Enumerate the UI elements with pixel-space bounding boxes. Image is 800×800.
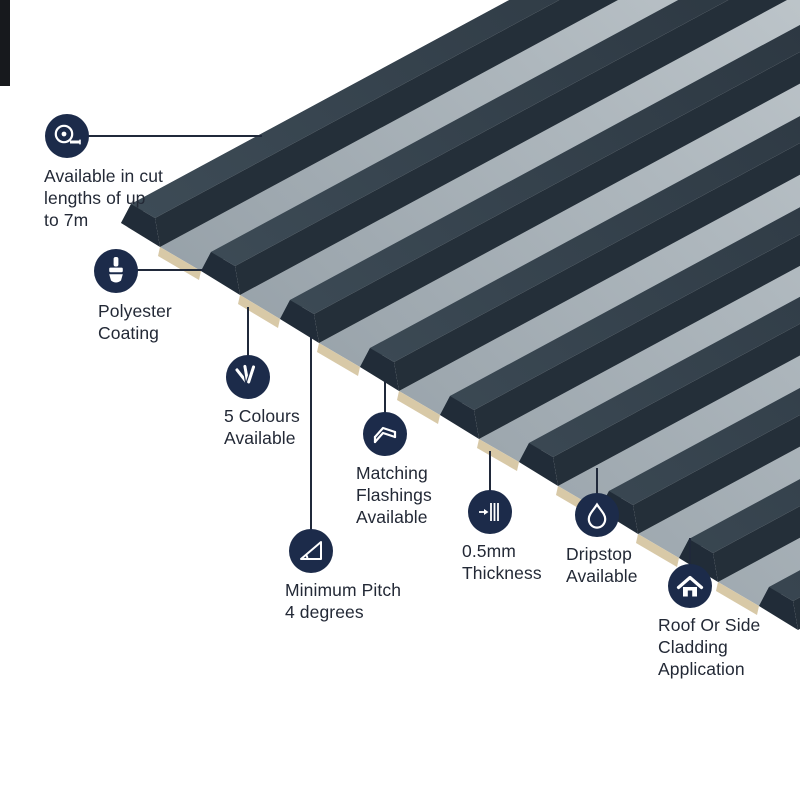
callout-connector <box>137 269 205 271</box>
callout-connector <box>489 451 491 512</box>
callout-label-colours: 5 Colours Available <box>224 405 300 449</box>
text-line: Available <box>356 507 428 527</box>
pitch-angle-icon <box>289 529 333 573</box>
corner-artifact <box>0 0 10 86</box>
callout-connector <box>247 307 249 377</box>
callout-label-cladding: Roof Or Side Cladding Application <box>658 614 760 680</box>
sheet-front-faces <box>121 204 798 630</box>
callout-label-flashings: Matching Flashings Available <box>356 462 432 528</box>
callout-label-cut-lengths: Available in cut lengths of up to 7m <box>44 165 163 231</box>
text-line: Flashings <box>356 485 432 505</box>
text-line: Dripstop <box>566 544 632 564</box>
text-line: Matching <box>356 463 428 483</box>
text-line: Application <box>658 659 745 679</box>
text-line: Polyester <box>98 301 172 321</box>
flashing-icon <box>363 412 407 456</box>
callout-connector <box>689 538 691 588</box>
text-line: Coating <box>98 323 160 343</box>
text-line: Available in cut <box>44 166 163 186</box>
text-line: Available <box>566 566 638 586</box>
callout-label-dripstop: Dripstop Available <box>566 543 638 587</box>
callout-label-minimum-pitch: Minimum Pitch 4 degrees <box>285 579 401 623</box>
text-line: Roof Or Side <box>658 615 761 635</box>
callout-label-thickness: 0.5mm Thickness <box>462 540 542 584</box>
text-line: Cladding <box>658 637 728 657</box>
text-line: lengths of up <box>44 188 146 208</box>
text-line: 5 Colours <box>224 406 300 426</box>
callout-connector <box>384 381 386 434</box>
text-line: to 7m <box>44 210 89 230</box>
house-icon <box>668 564 712 608</box>
text-line: Minimum Pitch <box>285 580 402 600</box>
colour-fan-icon <box>226 355 270 399</box>
text-line: 4 degrees <box>285 602 364 622</box>
text-line: 0.5mm <box>462 541 516 561</box>
callout-connector <box>88 135 262 137</box>
thickness-icon <box>468 490 512 534</box>
sheet-rib-right-slopes <box>155 0 800 630</box>
text-line: Thickness <box>462 563 542 583</box>
sheet-pans <box>160 0 800 606</box>
paint-brush-icon <box>94 249 138 293</box>
sheet-rib-tops <box>131 0 800 601</box>
tape-measure-icon <box>45 114 89 158</box>
droplet-icon <box>575 493 619 537</box>
text-line: Available <box>224 428 296 448</box>
callout-connector <box>310 337 312 551</box>
callout-label-polyester-coating: Polyester Coating <box>98 300 172 344</box>
